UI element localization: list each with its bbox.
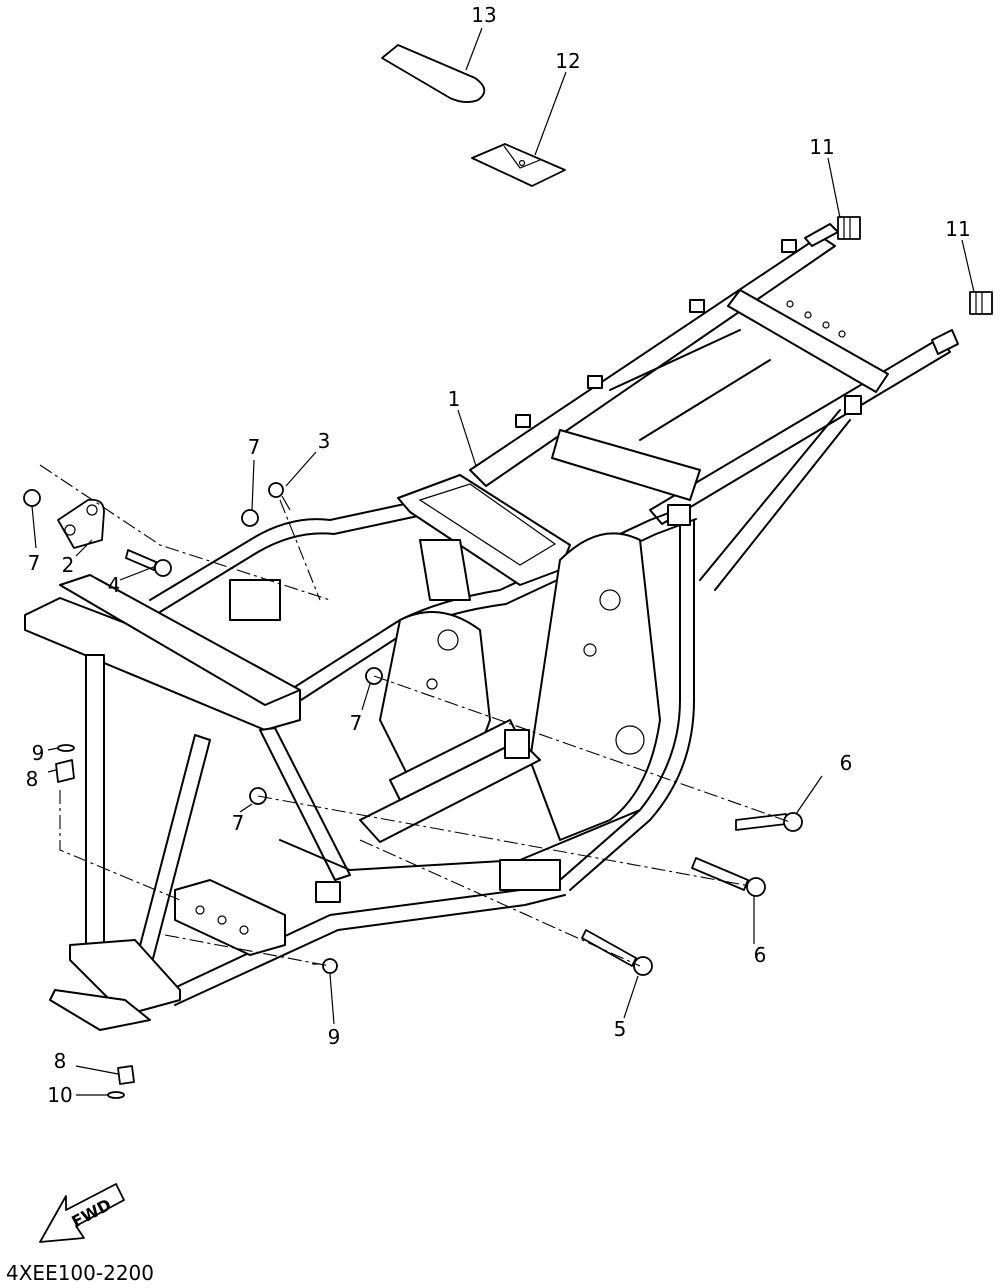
o-ring-part-lower xyxy=(107,1091,125,1099)
bracket-plate-part xyxy=(57,498,105,549)
diagram-code: 4XEE100-2200 xyxy=(6,1261,154,1285)
nut-part-a xyxy=(23,489,41,507)
callout-10: 9 xyxy=(328,1025,341,1049)
assembly-lines xyxy=(39,464,791,967)
label-strip-part xyxy=(381,44,486,103)
collar-part-upper xyxy=(55,759,75,783)
screw-part-10 xyxy=(312,958,338,974)
bolt-part-4 xyxy=(125,549,172,577)
end-cap-part-right xyxy=(969,291,993,315)
nut-part-b xyxy=(241,509,259,527)
callout-3: 3 xyxy=(318,429,331,453)
callout-8-lower: 8 xyxy=(54,1049,67,1073)
main-frame xyxy=(24,223,959,1031)
callout-7-lower: 7 xyxy=(232,811,245,835)
o-ring-part-upper xyxy=(57,744,75,752)
bolt-part-6-upper xyxy=(735,812,803,832)
end-cap-part-left xyxy=(837,216,861,240)
bolt-part-5 xyxy=(581,929,653,976)
callout-6-upper: 6 xyxy=(840,751,853,775)
callout-7-left: 7 xyxy=(28,551,41,575)
bolt-part-6-lower xyxy=(691,857,766,897)
collar-part-lower xyxy=(117,1065,135,1085)
screw-part xyxy=(268,482,291,511)
forward-arrow-icon: FWD xyxy=(39,1183,125,1243)
callout-11-left: 11 xyxy=(809,135,834,159)
callout-5: 5 xyxy=(614,1017,627,1041)
callout-8-upper: 8 xyxy=(26,767,39,791)
callout-9-lower: 10 xyxy=(47,1083,72,1107)
callouts: 13 12 11 11 1 3 7 7 2 4 7 9 8 7 6 6 5 9 … xyxy=(26,3,971,1107)
callout-1: 1 xyxy=(448,387,461,411)
callout-12: 12 xyxy=(555,49,580,73)
callout-4: 4 xyxy=(108,573,121,597)
callout-9-upper: 9 xyxy=(32,741,45,765)
callout-7-mid: 7 xyxy=(350,711,363,735)
callout-6-lower: 6 xyxy=(754,943,767,967)
callout-11-right: 11 xyxy=(945,217,970,241)
callout-2: 2 xyxy=(62,553,75,577)
callout-7-top: 7 xyxy=(248,435,261,459)
callout-13: 13 xyxy=(471,3,496,27)
leader-lines xyxy=(31,27,975,1096)
